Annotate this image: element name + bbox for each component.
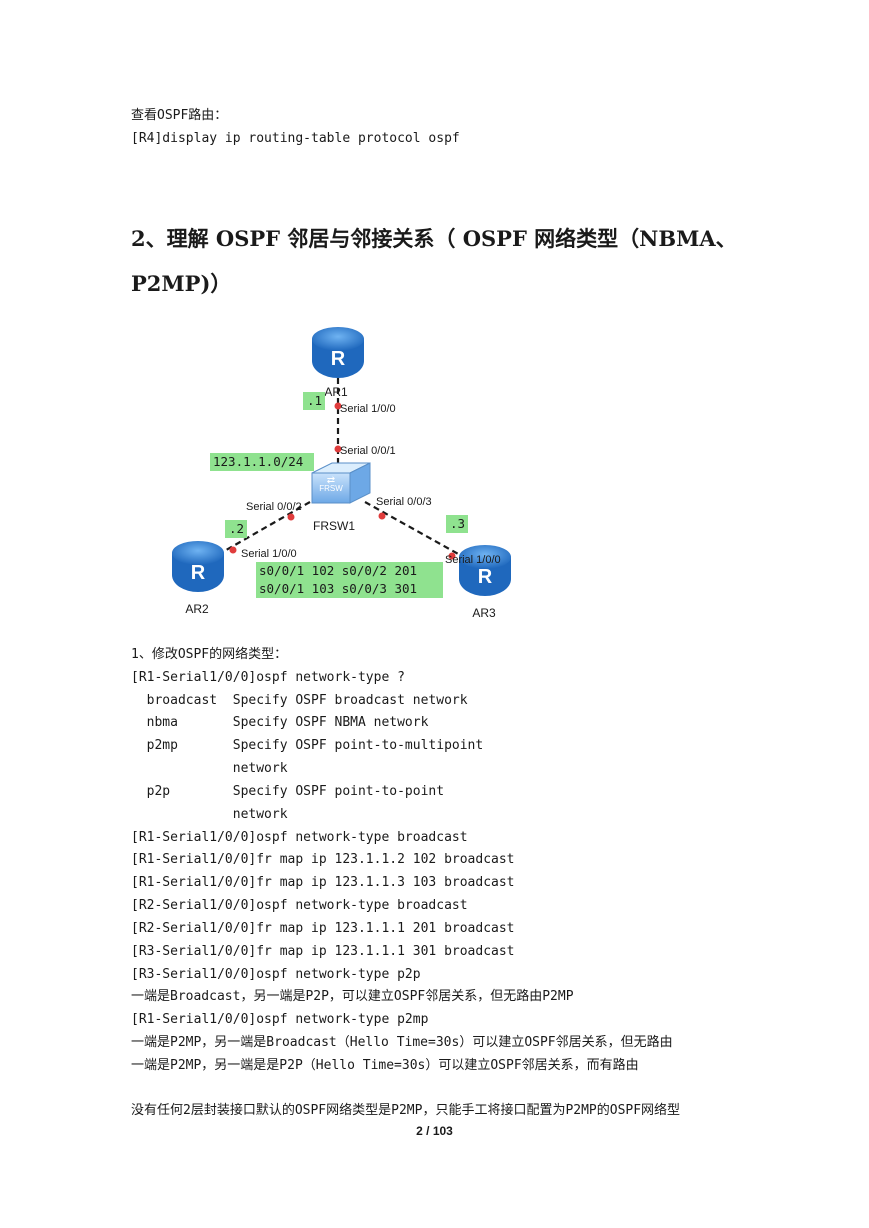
router-icon-glyph: R [331, 348, 346, 370]
ip-label-ar3: .3 [450, 516, 465, 531]
text-line: [R1-Serial1/0/0]ospf network-type ? [131, 670, 405, 685]
router-ar3: R [459, 545, 511, 596]
iface-label-frsw-s002: Serial 0/0/2 [246, 501, 302, 513]
text-line: p2p Specify OSPF point-to-point [131, 784, 445, 799]
router-ar1: R [312, 327, 364, 378]
text-line: 1、修改OSPF的网络类型： [131, 647, 288, 662]
router-icon-glyph: R [191, 562, 206, 584]
iface-label-ar3-serial: Serial 1/0/0 [445, 554, 501, 566]
switch-arrows-icon: ⇄ [327, 475, 335, 486]
port-dot-frsw-s003 [378, 512, 386, 520]
text-line: [R1-Serial1/0/0]ospf network-type broadc… [131, 830, 468, 845]
port-dot-ar2 [229, 546, 237, 554]
command-display-routing-table: [R4]display ip routing-table protocol os… [131, 131, 460, 146]
section-heading: 2、理解 OSPF 邻居与邻接关系（ OSPF 网络类型（NBMA、 [131, 226, 737, 251]
caption-view-ospf-routes: 查看OSPF路由： [131, 108, 228, 123]
node-label-ar2: AR2 [185, 602, 209, 616]
text-line: p2mp Specify OSPF point-to-multipoint [131, 738, 484, 753]
dlci-map-line-2: s0/0/1 103 s0/0/3 301 [259, 581, 417, 596]
frame-relay-switch-frsw1: FRSW ⇄ [311, 462, 371, 504]
text-line: [R2-Serial1/0/0]fr map ip 123.1.1.1 201 … [131, 921, 515, 936]
footer-note: 没有任何2层封装接口默认的OSPF网络类型是P2MP，只能手工将接口配置为P2M… [131, 1103, 681, 1118]
text-line: network [131, 807, 288, 822]
node-label-ar3: AR3 [472, 606, 496, 620]
text-line: 一端是P2MP，另一端是是P2P（Hello Time=30s）可以建立OSPF… [131, 1058, 639, 1073]
text-line: broadcast Specify OSPF broadcast network [131, 693, 468, 708]
network-label: 123.1.1.0/24 [213, 454, 303, 469]
node-label-ar1: AR1 [324, 385, 348, 399]
section-heading-continued: P2MP)） [131, 271, 232, 296]
node-label-frsw1: FRSW1 [313, 519, 355, 533]
text-line: 一端是Broadcast，另一端是P2P，可以建立OSPF邻居关系，但无路由P2… [131, 989, 574, 1004]
ip-label-ar1: .1 [307, 393, 322, 408]
router-ar2: R [172, 541, 224, 592]
iface-label-ar2-serial: Serial 1/0/0 [241, 548, 297, 560]
port-dot-ar1 [334, 402, 342, 410]
iface-label-frsw-s003: Serial 0/0/3 [376, 496, 432, 508]
dlci-map-line-1: s0/0/1 102 s0/0/2 201 [259, 563, 417, 578]
text-line: [R1-Serial1/0/0]fr map ip 123.1.1.3 103 … [131, 875, 515, 890]
text-line: [R1-Serial1/0/0]fr map ip 123.1.1.2 102 … [131, 852, 515, 867]
text-line: [R3-Serial1/0/0]ospf network-type p2p [131, 967, 421, 982]
port-dot-frsw-s001 [334, 445, 342, 453]
iface-label-frsw-s001: Serial 0/0/1 [340, 445, 396, 457]
text-line: 一端是P2MP，另一端是Broadcast（Hello Time=30s）可以建… [131, 1035, 673, 1050]
frsw-icon-text: FRSW [319, 484, 343, 493]
iface-label-ar1-serial: Serial 1/0/0 [340, 403, 396, 415]
network-topology-diagram: R AR1 FRSW ⇄ FRSW1 R AR2 R AR3 Serial 1/… [172, 327, 511, 620]
ip-label-ar2: .2 [229, 521, 244, 536]
text-line: network [131, 761, 288, 776]
router-icon-glyph: R [478, 566, 493, 588]
text-line: nbma Specify OSPF NBMA network [131, 715, 429, 730]
text-line: [R3-Serial1/0/0]fr map ip 123.1.1.1 301 … [131, 944, 515, 959]
page-number: 2 / 103 [416, 1124, 453, 1138]
text-line: [R2-Serial1/0/0]ospf network-type broadc… [131, 898, 468, 913]
text-line: [R1-Serial1/0/0]ospf network-type p2mp [131, 1012, 429, 1027]
link-frsw-ar3 [364, 501, 479, 566]
port-dot-ar3 [448, 552, 456, 560]
port-dot-frsw-s002 [287, 513, 295, 521]
